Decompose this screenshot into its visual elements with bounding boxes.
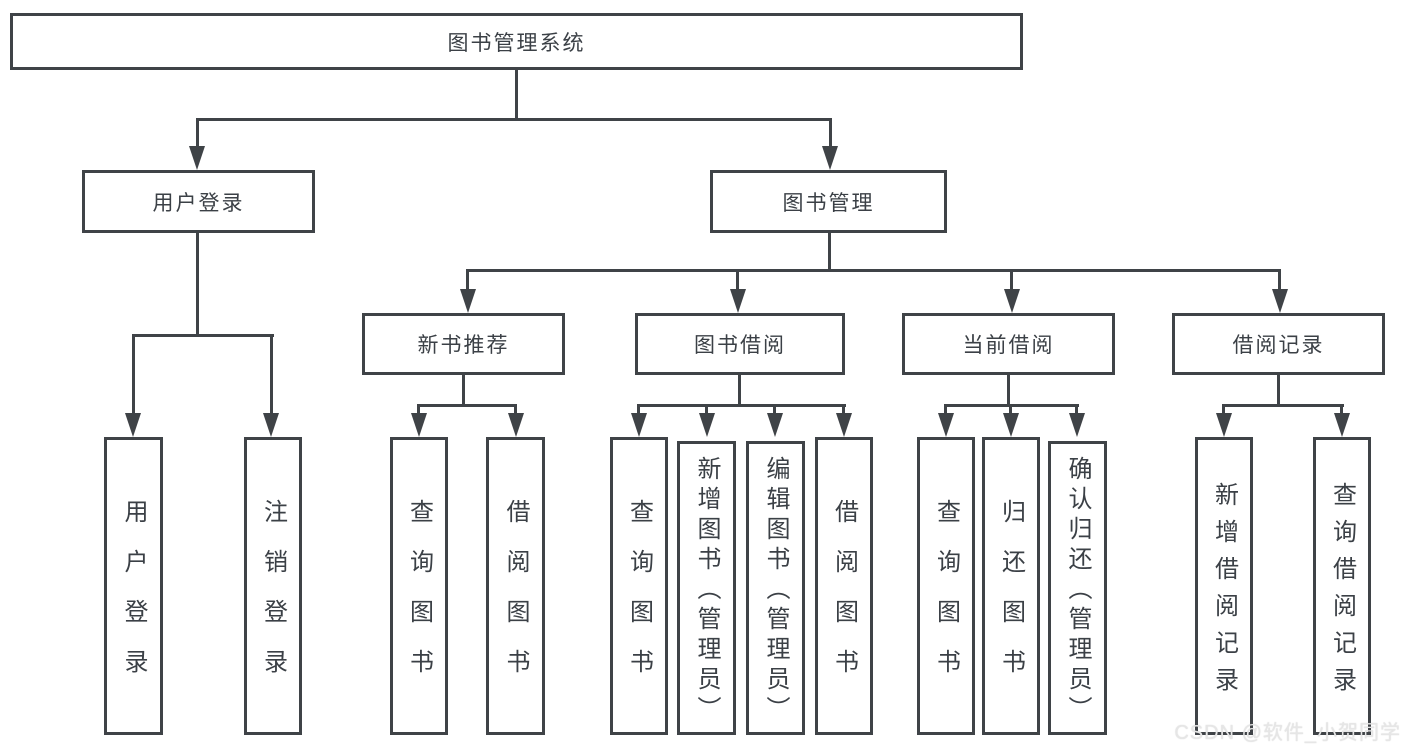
- arrowhead-down-icon: [508, 413, 524, 437]
- connector-stem: [705, 404, 708, 416]
- connector-stem: [736, 269, 739, 293]
- leaf-user-login: 用户登录: [104, 437, 163, 735]
- leaf-borrow-book: 借阅图书: [815, 437, 873, 735]
- connector-vertical: [1007, 375, 1010, 407]
- connector-stem: [514, 404, 517, 416]
- leaf-label: 查询图书: [932, 499, 960, 699]
- node-book-management: 图书管理: [710, 170, 947, 233]
- connector-stem: [1009, 404, 1012, 416]
- leaf-label: 借阅图书: [830, 499, 858, 699]
- connector-stem: [1278, 269, 1281, 293]
- arrowhead-down-icon: [1216, 413, 1232, 437]
- leaf-add-book-admin: 新增图书（管理员）: [677, 441, 736, 735]
- arrowhead-down-icon: [938, 413, 954, 437]
- arrowhead-down-icon: [411, 413, 427, 437]
- connector-stem: [466, 269, 469, 293]
- connector-userlogin-horizontal: [132, 334, 274, 337]
- arrowhead-down-icon: [125, 413, 141, 437]
- connector-vertical: [738, 375, 741, 407]
- leaf-return-book: 归还图书: [982, 437, 1040, 735]
- node-borrow-record: 借阅记录: [1172, 313, 1385, 375]
- arrowhead-down-icon: [767, 413, 783, 437]
- connector-stem: [773, 404, 776, 416]
- connector-root-horizontal: [196, 118, 832, 121]
- leaf-edit-book-admin: 编辑图书（管理员）: [746, 441, 805, 735]
- connector-stem: [829, 118, 832, 150]
- leaf-newbook-borrow: 借阅图书: [486, 437, 545, 735]
- leaf-label: 查询图书: [625, 499, 653, 699]
- arrowhead-down-icon: [730, 289, 746, 313]
- csdn-watermark: CSDN @软件_小贺同学: [1174, 722, 1401, 744]
- leaf-label: 查询借阅记录: [1328, 481, 1356, 704]
- connector-stem: [1075, 404, 1078, 416]
- arrowhead-down-icon: [1004, 289, 1020, 313]
- connector-horizontal: [417, 404, 517, 407]
- arrowhead-down-icon: [822, 146, 838, 170]
- leaf-label: 编辑图书（管理员）: [762, 456, 789, 726]
- arrowhead-down-icon: [699, 413, 715, 437]
- arrowhead-down-icon: [631, 413, 647, 437]
- connector-stem: [1222, 404, 1225, 416]
- connector-stem: [132, 334, 135, 416]
- leaf-query-borrow-record: 查询借阅记录: [1313, 437, 1371, 735]
- node-user-login: 用户登录: [82, 170, 315, 233]
- connector-bookmgmt-horizontal: [466, 269, 1281, 272]
- connector-stem: [417, 404, 420, 416]
- node-label: 图书管理: [782, 191, 875, 215]
- connector-vertical: [1277, 375, 1280, 407]
- leaf-label: 新增图书（管理员）: [693, 456, 720, 726]
- leaf-confirm-return-admin: 确认归还（管理员）: [1048, 441, 1107, 735]
- leaf-label: 用户登录: [120, 499, 147, 699]
- leaf-label: 查询图书: [405, 499, 433, 699]
- leaf-label: 确认归还（管理员）: [1064, 456, 1091, 726]
- connector-horizontal: [637, 404, 846, 407]
- connector-stem: [270, 334, 273, 416]
- connector-stem: [637, 404, 640, 416]
- leaf-label: 注销登录: [259, 499, 287, 699]
- node-label: 借阅记录: [1232, 334, 1325, 357]
- arrowhead-down-icon: [263, 413, 279, 437]
- arrowhead-down-icon: [1334, 413, 1350, 437]
- leaf-logout: 注销登录: [244, 437, 302, 735]
- node-current-borrow: 当前借阅: [902, 313, 1115, 375]
- node-label: 图书管理系统: [447, 31, 586, 55]
- connector-stem: [842, 404, 845, 416]
- leaf-current-query: 查询图书: [917, 437, 975, 735]
- leaf-label: 归还图书: [997, 499, 1025, 699]
- arrowhead-down-icon: [460, 289, 476, 313]
- node-label: 图书借阅: [694, 334, 786, 357]
- node-label: 新书推荐: [417, 334, 510, 357]
- node-label: 当前借阅: [962, 334, 1055, 357]
- arrowhead-down-icon: [1003, 413, 1019, 437]
- node-library-system: 图书管理系统: [10, 13, 1023, 70]
- connector-stem: [1010, 269, 1013, 293]
- node-book-borrow: 图书借阅: [635, 313, 845, 375]
- connector-vertical: [462, 375, 465, 407]
- connector-bookmgmt-vertical: [828, 233, 831, 272]
- arrowhead-down-icon: [836, 413, 852, 437]
- connector-userlogin-vertical: [196, 233, 199, 337]
- connector-stem: [1340, 404, 1343, 416]
- node-label: 用户登录: [152, 191, 245, 215]
- connector-stem: [196, 118, 199, 150]
- leaf-add-borrow-record: 新增借阅记录: [1195, 437, 1253, 735]
- leaf-label: 借阅图书: [502, 499, 529, 699]
- leaf-newbook-query: 查询图书: [390, 437, 448, 735]
- leaf-label: 新增借阅记录: [1210, 481, 1238, 704]
- node-new-book-recommend: 新书推荐: [362, 313, 565, 375]
- connector-stem: [944, 404, 947, 416]
- connector-root-vertical: [515, 68, 518, 120]
- arrowhead-down-icon: [1069, 413, 1085, 437]
- leaf-borrow-query: 查询图书: [610, 437, 668, 735]
- arrowhead-down-icon: [189, 146, 205, 170]
- connector-horizontal: [1222, 404, 1344, 407]
- arrowhead-down-icon: [1272, 289, 1288, 313]
